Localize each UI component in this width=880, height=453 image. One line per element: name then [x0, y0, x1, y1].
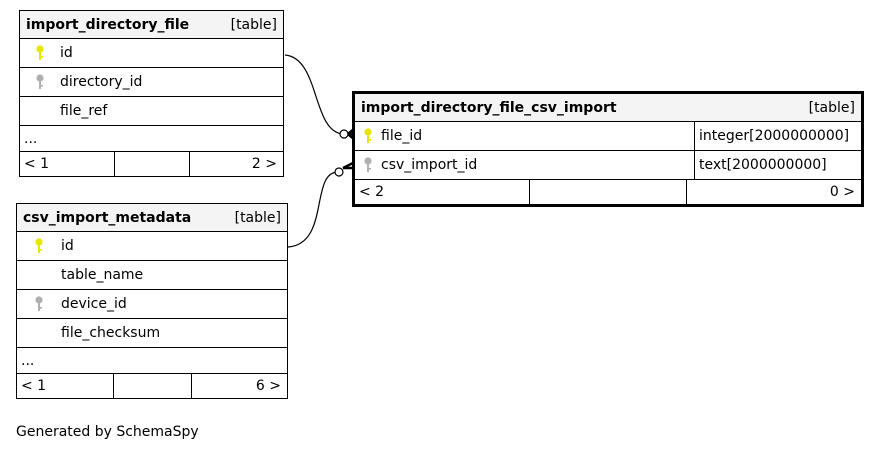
column-row-id[interactable]: id — [20, 39, 283, 68]
column-row-table-name[interactable]: table_name — [17, 261, 287, 290]
column-name: id — [61, 238, 74, 254]
table-footer: < 1 6 > — [17, 374, 287, 398]
parents-link[interactable]: < 2 — [359, 184, 385, 200]
table-header[interactable]: import_directory_file_csv_import [table] — [355, 94, 861, 122]
column-row-directory-id[interactable]: directory_id — [20, 68, 283, 97]
column-row-id[interactable]: id — [17, 232, 287, 261]
column-name: device_id — [61, 296, 127, 312]
edge-file-id-optional-marker — [339, 129, 349, 139]
table-name[interactable]: import_directory_file_csv_import — [361, 99, 617, 116]
foreign-key-icon — [20, 73, 60, 91]
table-import-directory-file-csv-import[interactable]: import_directory_file_csv_import [table]… — [352, 91, 864, 207]
table-footer: < 2 0 > — [355, 180, 861, 204]
children-link[interactable]: 6 > — [255, 378, 281, 394]
column-name: csv_import_id — [381, 151, 695, 179]
table-kind: [table] — [808, 99, 855, 116]
column-name: table_name — [61, 267, 144, 283]
column-row-file-checksum[interactable]: file_checksum — [17, 319, 287, 348]
primary-key-icon — [17, 237, 61, 255]
column-name: id — [60, 45, 73, 61]
parents-link[interactable]: < 1 — [21, 378, 47, 394]
column-row-device-id[interactable]: device_id — [17, 290, 287, 319]
column-row-file-ref[interactable]: file_ref — [20, 97, 283, 126]
table-import-directory-file[interactable]: import_directory_file [table] id directo… — [19, 10, 284, 177]
more-columns-ellipsis: ... — [17, 348, 287, 374]
column-type: integer[2000000000] — [699, 128, 850, 144]
column-type: text[2000000000] — [699, 157, 827, 173]
table-header[interactable]: import_directory_file [table] — [20, 11, 283, 39]
table-kind: [table] — [234, 209, 281, 226]
edge-csv-import-id — [287, 171, 339, 248]
table-kind: [table] — [230, 16, 277, 33]
table-name[interactable]: csv_import_metadata — [23, 209, 192, 226]
children-link[interactable]: 0 > — [829, 184, 855, 200]
children-link[interactable]: 2 > — [251, 156, 277, 172]
column-name: file_checksum — [61, 325, 161, 341]
column-name: file_id — [381, 122, 695, 150]
edge-file-id — [284, 54, 344, 135]
column-name: file_ref — [60, 103, 108, 119]
table-name[interactable]: import_directory_file — [26, 16, 190, 33]
parents-link[interactable]: < 1 — [24, 156, 50, 172]
table-header[interactable]: csv_import_metadata [table] — [17, 204, 287, 232]
edge-csv-import-id-optional-marker — [334, 167, 344, 177]
foreign-key-icon — [17, 295, 61, 313]
primary-key-icon — [355, 127, 381, 145]
column-name: directory_id — [60, 74, 143, 90]
column-row-file-id[interactable]: file_id integer[2000000000] — [355, 122, 861, 151]
more-columns-ellipsis: ... — [20, 126, 283, 152]
generated-by-footer[interactable]: Generated by SchemaSpy — [16, 424, 199, 440]
primary-key-icon — [20, 44, 60, 62]
column-row-csv-import-id[interactable]: csv_import_id text[2000000000] — [355, 151, 861, 180]
foreign-key-icon — [355, 156, 381, 174]
table-csv-import-metadata[interactable]: csv_import_metadata [table] id table_nam… — [16, 203, 288, 399]
table-footer: < 1 2 > — [20, 152, 283, 176]
